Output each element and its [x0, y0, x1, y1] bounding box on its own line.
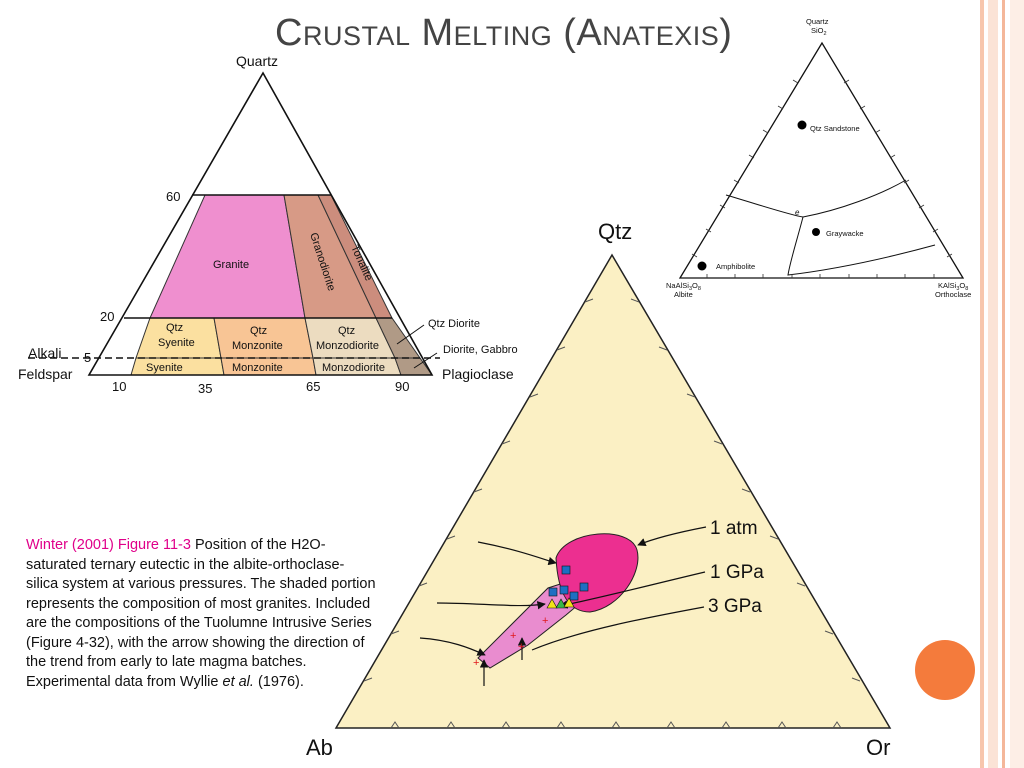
caption-text-1: Position of the H2O-saturated ternary eu… — [26, 537, 376, 690]
slide-title: Crustal Melting (Anatexis) — [275, 12, 733, 54]
qap-tick-60: 60 — [166, 189, 180, 204]
decor-orange-circle — [915, 640, 975, 700]
qap-tick-5: 5 — [84, 350, 91, 365]
ternary-tick-marks — [363, 298, 861, 729]
qap-label-qtz-syenite-1: Qtz — [166, 322, 183, 334]
sed-point-graywacke — [812, 228, 820, 236]
qap-alkali-label: Alkali — [28, 345, 61, 361]
sed-apex-label-1: Quartz — [806, 17, 829, 26]
svg-text:+: + — [473, 657, 479, 669]
svg-text:+: + — [542, 615, 548, 627]
qap-tick-90: 90 — [395, 379, 409, 394]
caption-reference: Winter (2001) Figure 11-3 — [26, 537, 191, 553]
ternary-label-3gpa: 3 GPa — [708, 596, 762, 617]
sed-apex-formula-sub: 2 — [824, 31, 827, 37]
ternary-apex-label: Qtz — [598, 219, 632, 244]
sed-right-label-1: KAlSi3O8 — [938, 281, 968, 292]
qap-field-granite — [149, 194, 306, 319]
sediment-ternary-diagram: Qtz Sandstone Graywacke Amphibolite e Qu… — [666, 17, 971, 299]
qap-label-qtz-syenite-2: Syenite — [158, 337, 195, 349]
svg-text:+: + — [510, 630, 516, 642]
qap-tick-35: 35 — [198, 381, 212, 396]
label-arrow-3gpa — [531, 606, 705, 651]
decor-stripe-2 — [988, 0, 998, 768]
sed-point-qtz-sandstone — [797, 120, 807, 130]
svg-text:+: + — [518, 641, 524, 653]
ternary-label-1gpa: 1 GPa — [710, 562, 764, 583]
qap-label-diorite-gabbro: Diorite, Gabbro — [443, 344, 518, 356]
ternary-label-1atm: 1 atm — [710, 518, 758, 539]
qap-label-qtz-monzonite-1: Qtz — [250, 325, 267, 337]
qap-label-qtz-monzonite-2: Monzonite — [232, 340, 283, 352]
sed-label-qtz-sandstone: Qtz Sandstone — [810, 124, 860, 133]
sed-left-label-1: NaAlSi3O8 — [666, 281, 701, 292]
sed-right-label-2: Orthoclase — [935, 290, 971, 299]
label-arrow-1atm — [637, 526, 707, 547]
qap-field-qtz-monzonite — [213, 317, 314, 359]
qap-tick-10: 10 — [112, 379, 126, 394]
qap-label-granite: Granite — [213, 259, 249, 271]
ternary-left-label: Ab — [306, 735, 333, 760]
sed-boundary-upper — [725, 179, 907, 218]
qap-diagram: Quartz 60 20 5 Alkali Feldspar Plagiocla… — [18, 53, 518, 396]
figure-caption: Winter (2001) Figure 11-3 Position of th… — [26, 536, 376, 692]
ternary-triangle — [334, 253, 892, 729]
qtz-ab-or-ternary-diagram: + + + + Qtz Ab Or 1 atm 1 GPa 3 GPa — [306, 219, 892, 760]
sed-label-graywacke: Graywacke — [826, 229, 864, 238]
label-arrow-1gpa — [559, 571, 706, 609]
cotectic-line-3gpa — [419, 637, 486, 656]
decor-stripe-1 — [980, 0, 984, 768]
qap-label-qtz-monzodiorite-2: Monzodiorite — [316, 340, 379, 352]
decor-stripe-4 — [1010, 0, 1024, 768]
sed-left-label-2: Albite — [674, 290, 693, 299]
qap-label-syenite: Syenite — [146, 362, 183, 374]
sed-label-amphibolite: Amphibolite — [716, 262, 755, 271]
qap-plagioclase-label: Plagioclase — [442, 366, 514, 382]
caption-et-al: et al. — [222, 673, 254, 690]
qap-apex-label: Quartz — [236, 53, 278, 69]
cotectic-line-1gpa — [436, 601, 546, 610]
qap-leader-diorite-gabbro — [413, 352, 438, 369]
sed-boundary-lower — [787, 216, 936, 276]
qap-tick-20: 20 — [100, 309, 114, 324]
qap-label-qtz-monzodiorite-1: Qtz — [338, 325, 355, 337]
cotectic-line-1atm — [477, 541, 557, 566]
sed-apex-label-2: SiO2 — [811, 26, 827, 37]
sed-tick-marks — [691, 79, 953, 278]
qap-leader-qtz-diorite — [396, 324, 425, 345]
sed-apex-formula: SiO — [811, 26, 824, 35]
qap-label-qtz-diorite: Qtz Diorite — [428, 318, 480, 330]
caption-text-2: (1976). — [253, 673, 304, 690]
sed-label-eutectic: e — [795, 208, 800, 217]
sed-point-amphibolite — [697, 261, 707, 271]
decor-stripe-3 — [1002, 0, 1005, 768]
qap-label-monzonite: Monzonite — [232, 362, 283, 374]
qap-tick-65: 65 — [306, 379, 320, 394]
experimental-data-symbols: + + + + — [473, 565, 589, 669]
qap-feldspar-label: Feldspar — [18, 366, 73, 382]
sed-triangle-outline — [678, 41, 965, 279]
ternary-right-label: Or — [866, 735, 890, 760]
qap-label-monzodiorite: Monzodiorite — [322, 362, 385, 374]
qap-triangle-outline — [87, 71, 434, 376]
